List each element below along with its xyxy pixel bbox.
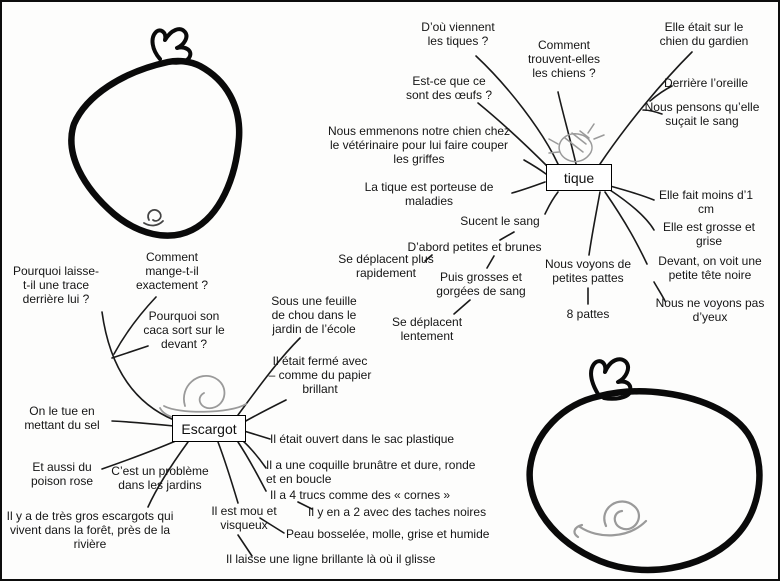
branch-line	[486, 255, 495, 269]
tique-node-veterinarian: Nous emmenons notre chien chez le vétéri…	[327, 124, 511, 167]
branch-line	[237, 337, 301, 416]
tick-legs	[548, 123, 605, 154]
bag-body	[68, 57, 243, 239]
tique-node-move-faster: Se déplacent plus rapidement	[338, 252, 434, 281]
escargot-node-garden-problem: C’est un problème dans les jardins	[111, 464, 209, 493]
branch-line	[241, 439, 267, 469]
snail-sketch	[159, 375, 247, 421]
branch-line	[259, 517, 285, 534]
escargot-node-shell: Il a une coquille brunâtre et dure, rond…	[266, 458, 476, 487]
branch-line	[297, 501, 313, 510]
branch-line	[599, 51, 693, 165]
tique-node-no-eyes: Nous ne voyons pas d’yeux	[655, 296, 765, 325]
mini-snail-doodle	[143, 209, 164, 227]
escargot-node-trail-question: Pourquoi laisse-t-il une trace derrière …	[12, 264, 100, 307]
tick-sketch	[548, 123, 605, 163]
branch-lines-escargot	[101, 296, 313, 557]
branch-line	[523, 159, 547, 175]
bag-body	[526, 388, 763, 574]
escargot-center-node: Escargot	[172, 415, 246, 442]
branch-line	[642, 109, 663, 115]
branch-line	[111, 345, 149, 359]
escargot-node-plastic-bag: Il était ouvert dans le sac plastique	[270, 432, 455, 446]
tick-body	[558, 133, 593, 163]
tique-node-guard-dog: Elle était sur le chien du gardien	[659, 20, 749, 49]
escargot-node-soft-slimy: Il est mou et visqueux	[211, 504, 277, 533]
branch-line	[101, 439, 179, 470]
escargot-node-cabbage-leaf: Sous une feuille de chou dans le jardin …	[271, 294, 357, 337]
tique-node-find-dogs-question: Comment trouvent-elles les chiens ?	[527, 38, 601, 81]
escargot-node-poop-question: Pourquoi son caca sort sur le devant ?	[143, 309, 225, 352]
escargot-node-salt: On le tue en mettant du sel	[24, 404, 100, 433]
tique-center-node: tique	[546, 164, 612, 191]
escargot-node-forest-snails: Il y a de très gros escargots qui vivent…	[6, 509, 174, 552]
branch-line	[649, 85, 673, 102]
branch-line	[243, 399, 287, 423]
branch-line	[588, 191, 601, 256]
branch-line	[113, 296, 157, 355]
tique-node-big-grey: Elle est grosse et grise	[662, 220, 756, 249]
bag-knot	[150, 27, 193, 65]
tique-node-behind-ear: Derrière l’oreille	[663, 76, 749, 90]
branch-line	[101, 311, 175, 421]
tique-node-black-head: Devant, on voit une petite tête noire	[658, 254, 762, 283]
tique-node-small-legs: Nous voyons de petites pattes	[544, 257, 632, 286]
snail-shell-spiral	[183, 375, 226, 410]
tique-node-disease-carrier: La tique est porteuse de maladies	[364, 180, 494, 209]
branch-line	[217, 441, 239, 504]
branch-line	[237, 534, 253, 557]
tique-node-small-brown: D’abord petites et brunes	[407, 240, 542, 254]
tique-node-less-1cm: Elle fait moins d’1 cm	[658, 188, 754, 217]
escargot-node-shiny-paper: Il était fermé avec – comme du papier br…	[268, 354, 372, 397]
branch-line	[653, 281, 666, 302]
branch-line	[609, 185, 655, 201]
tique-node-eight-legs: 8 pattes	[566, 307, 610, 321]
escargot-node-eat-question: Comment mange-t-il exactement ?	[135, 250, 209, 293]
branch-line	[544, 191, 559, 215]
branch-line	[477, 102, 549, 168]
tique-node-eggs-question: Est-ce que ce sont des œufs ?	[405, 74, 493, 103]
branch-line	[243, 430, 271, 440]
branch-line	[609, 189, 655, 231]
escargot-node-shiny-line: Il laisse une ligne brillante là où il g…	[226, 552, 436, 566]
branch-line	[424, 254, 433, 262]
plastic-bag-drawing-right	[526, 357, 763, 574]
branch-line	[147, 441, 189, 508]
tique-node-move-slowly: Se déplacent lentement	[391, 315, 463, 344]
branch-line	[604, 191, 648, 265]
branch-lines-tique	[424, 51, 693, 315]
plastic-bag-drawing-left	[68, 27, 243, 239]
escargot-node-pink-poison: Et aussi du poison rose	[30, 460, 94, 489]
branch-line	[557, 91, 577, 165]
branch-line	[511, 181, 546, 194]
escargot-node-bumpy-skin: Peau bosselée, molle, grise et humide	[286, 527, 490, 541]
branch-line	[453, 299, 471, 315]
branch-line	[111, 420, 175, 427]
tique-node-sucking-blood: Nous pensons qu’elle suçait le sang	[644, 100, 760, 129]
branch-line	[499, 231, 515, 241]
tick-hatching	[564, 130, 590, 153]
escargot-node-horns: Il a 4 trucs comme des « cornes »	[270, 488, 451, 502]
tique-node-origin-question: D’où viennent les tiques ?	[421, 20, 495, 49]
escargot-node-black-spots: Il y en a 2 avec des taches noires	[308, 505, 487, 519]
tique-node-suck-blood: Sucent le sang	[460, 214, 540, 228]
branch-line	[237, 441, 267, 492]
snail-doodle-in-bag	[573, 500, 648, 539]
tique-node-gorged-blood: Puis grosses et gorgées de sang	[436, 270, 526, 299]
